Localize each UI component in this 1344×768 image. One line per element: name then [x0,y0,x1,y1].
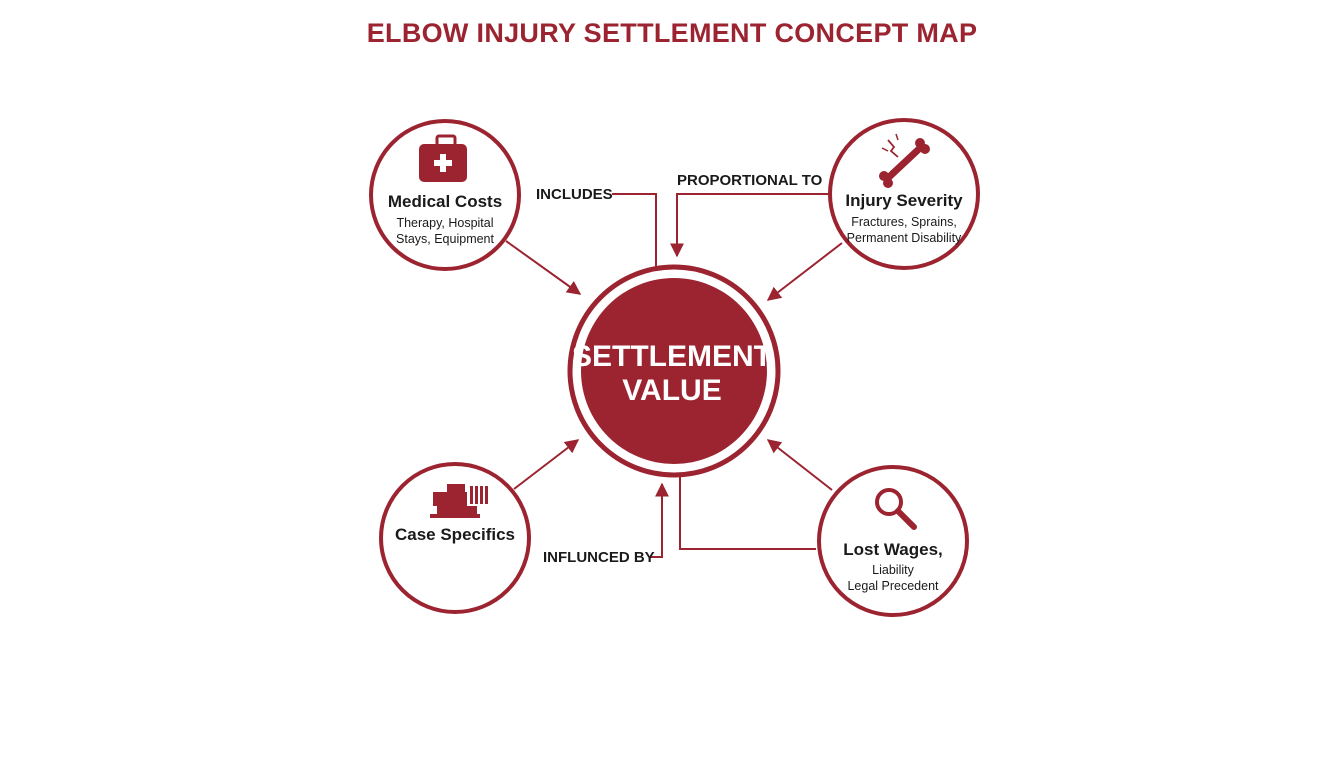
case-specifics-title: Case Specifics [394,525,515,544]
wages-to-center-arrow [766,439,833,491]
settlement-value-label: SETTLEMENT VALUE [572,340,772,408]
medical-costs-text: Medical Costs Therapy, Hospital Stays, E… [365,192,525,247]
center-line-2: VALUE [622,374,722,407]
medical-costs-node [369,119,521,271]
influenced-by-label: INFLUNCED BY [543,549,655,566]
injury-severity-detail-1: Fractures, Sprains, [851,215,957,229]
case-specifics-node [379,462,531,614]
includes-connector [612,193,657,268]
severity-to-center-arrow [766,242,843,301]
first-aid-kit-icon [419,134,467,182]
lost-wages-text: Lost Wages, Liability Legal Precedent [811,540,975,594]
medical-costs-detail-2: Stays, Equipment [396,232,494,246]
medical-to-center-arrow [505,240,582,295]
case-specifics-text: Case Specifics [375,525,535,545]
legal-documents-icon [430,484,488,518]
broken-bone-icon [879,133,930,188]
center-line-1: SETTLEMENT [572,340,772,373]
lost-wages-title: Lost Wages, [843,540,943,559]
medical-costs-detail-1: Therapy, Hospital [396,216,494,230]
lost-wages-node [817,465,969,617]
proportional-connector [670,193,848,258]
proportional-to-label: PROPORTIONAL TO [677,172,823,189]
lost-wages-detail-2: Legal Precedent [847,579,939,593]
includes-label: INCLUDES [536,186,613,203]
wages-connector [679,476,816,550]
case-to-center-arrow [513,439,580,490]
magnifying-glass-icon [875,488,917,530]
medical-costs-title: Medical Costs [387,192,503,211]
injury-severity-text: Injury Severity Fractures, Sprains, Perm… [824,191,984,246]
injury-severity-node [828,118,980,270]
injury-severity-detail-2: Permanent Disability [846,231,962,245]
lost-wages-detail-1: Liability [872,563,914,577]
influenced-connector [650,482,669,558]
page-title: ELBOW INJURY SETTLEMENT CONCEPT MAP [366,18,978,48]
injury-severity-title: Injury Severity [845,191,963,210]
settlement-value-node [581,278,767,464]
